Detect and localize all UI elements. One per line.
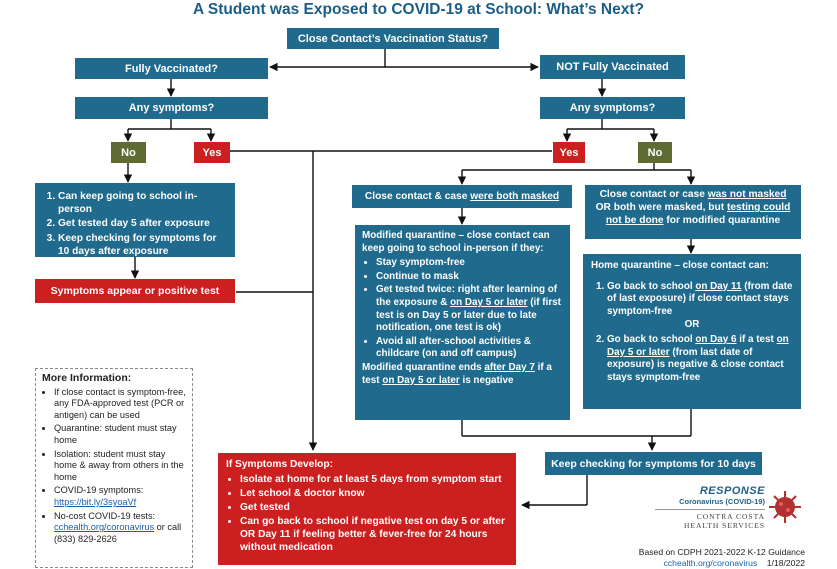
more-info-label: COVID-19 symptoms:	[54, 485, 144, 496]
modified-end-underlined: on Day 5 or later	[382, 374, 460, 386]
more-info-label: No-cost COVID-19 tests:	[54, 510, 156, 521]
keep-checking-box: Keep checking for symptoms for 10 days	[545, 452, 762, 475]
home-option-text: if a test	[736, 333, 777, 345]
virus-icon	[769, 491, 801, 523]
home-or: OR	[684, 319, 700, 331]
logo-org-line2: HEALTH SERVICES	[683, 521, 765, 530]
home-option: Go back to school on Day 6 if a test on …	[607, 334, 793, 384]
home-quarantine-box: Home quarantine – close contact can: Go …	[583, 254, 801, 409]
left-yes-box: Yes	[194, 142, 230, 163]
more-info-item: COVID-19 symptoms:https://bit.ly/3syoaVf	[54, 485, 186, 508]
modified-bullet: Stay symptom-free	[376, 257, 563, 270]
footer-date: 1/18/2022	[766, 558, 805, 568]
modified-intro: Modified quarantine – close contact can …	[362, 230, 550, 254]
vaccinated-step: Can keep going to school in-person	[58, 190, 227, 216]
left-any-symptoms-box: Any symptoms?	[75, 97, 268, 119]
modified-end-text: is negative	[459, 374, 514, 386]
notmasked-underlined: testing could not be done	[605, 202, 791, 227]
right-yes-box: Yes	[553, 142, 585, 163]
logo-response: RESPONSE	[699, 485, 765, 497]
logo-org-line1: CONTRA COSTA	[696, 512, 765, 521]
masked-underlined: were both masked	[470, 190, 560, 202]
logo-sub: Coronavirus (COVID-19)	[679, 497, 765, 506]
modified-bullet: Avoid all after-school activities & chil…	[376, 336, 563, 361]
both-masked-box: Close contact & case were both masked	[352, 185, 572, 208]
symptoms-develop-title: If Symptoms Develop:	[226, 459, 333, 470]
fully-vaccinated-box: Fully Vaccinated?	[75, 58, 268, 79]
not-masked-box: Close contact or case was not masked OR …	[585, 185, 801, 239]
notmasked-text: for modified quarantine	[663, 215, 781, 227]
footer-url[interactable]: cchealth.org/coronavirus	[663, 558, 758, 568]
modified-bullet-underlined: on Day 5 or later	[450, 296, 528, 308]
right-no-box: No	[638, 142, 672, 163]
vaccinated-step: Get tested day 5 after exposure	[58, 217, 227, 230]
not-fully-vaccinated-box: NOT Fully Vaccinated	[540, 55, 685, 79]
contra-costa-logo: RESPONSE Coronavirus (COVID-19) CONTRA C…	[655, 485, 805, 545]
more-info-item: If close contact is symptom-free, any FD…	[54, 387, 186, 422]
symptoms-positive-alert: Symptoms appear or positive test	[35, 279, 235, 303]
more-info-heading: More Information:	[42, 372, 132, 384]
symptoms-develop-item: Get tested	[240, 501, 508, 514]
symptoms-develop-box: If Symptoms Develop: Isolate at home for…	[218, 453, 516, 565]
home-option-underlined: on Day 6	[695, 333, 737, 345]
symptoms-link[interactable]: https://bit.ly/3syoaVf	[54, 496, 137, 507]
vaccinated-step: Keep checking for symptoms for 10 days a…	[58, 232, 227, 258]
home-option-text: (from last date of exposure) is negative…	[607, 346, 784, 383]
footer: Based on CDPH 2021-2022 K-12 Guidance cc…	[600, 547, 805, 569]
more-info-item: Quarantine: student must stay home	[54, 423, 186, 446]
home-intro: Home quarantine – close contact can:	[591, 260, 769, 271]
notmasked-underlined: was not masked	[707, 189, 787, 200]
page-title: A Student was Exposed to COVID-19 at Sch…	[193, 1, 644, 18]
symptoms-develop-item: Isolate at home for at least 5 days from…	[240, 473, 508, 486]
modified-end-text: Modified quarantine ends	[362, 361, 485, 373]
notmasked-text: OR both were masked, but	[595, 202, 727, 214]
modified-end: Modified quarantine ends after Day 7 if …	[362, 362, 563, 387]
symptoms-develop-item: Can go back to school if negative test o…	[240, 515, 508, 554]
home-option-underlined: on Day 5 or later	[607, 333, 789, 358]
more-info-item: No-cost COVID-19 tests:cchealth.org/coro…	[54, 511, 186, 546]
modified-end-underlined: after Day 7	[484, 361, 535, 373]
notmasked-text: Close contact or case	[599, 189, 708, 200]
right-any-symptoms-box: Any symptoms?	[540, 97, 685, 119]
modified-quarantine-box: Modified quarantine – close contact can …	[355, 225, 570, 420]
symptoms-develop-item: Let school & doctor know	[240, 487, 508, 500]
modified-bullet-text: Get tested twice: right after learning o…	[376, 284, 558, 308]
masked-text: Close contact & case	[364, 190, 471, 202]
modified-bullet: Continue to mask	[376, 271, 563, 284]
modified-bullet-note: (if first test is on Day 5 or later due …	[376, 296, 561, 334]
vaccinated-steps-box: Can keep going to school in-person Get t…	[35, 183, 235, 257]
footer-basis: Based on CDPH 2021-2022 K-12 Guidance	[638, 547, 805, 557]
more-information-box: More Information: If close contact is sy…	[35, 368, 193, 568]
modified-bullet: Get tested twice: right after learning o…	[376, 284, 563, 334]
left-no-box: No	[111, 142, 146, 163]
tests-link[interactable]: cchealth.org/coronavirus	[54, 522, 155, 533]
home-option-text: Go back to school	[607, 280, 696, 292]
more-info-item: Isolation: student must stay home & away…	[54, 449, 186, 484]
vaccination-status-question: Close Contact’s Vaccination Status?	[287, 28, 499, 49]
home-option-text: (from date of last exposure) if close co…	[607, 280, 793, 317]
home-option: Go back to school on Day 11 (from date o…	[607, 281, 793, 319]
more-info-phone: or call (833) 829-2626	[54, 522, 182, 544]
home-option-text: Go back to school	[607, 333, 696, 345]
modified-end-text: if a test	[362, 361, 552, 386]
home-option-underlined: on Day 11	[695, 280, 742, 292]
